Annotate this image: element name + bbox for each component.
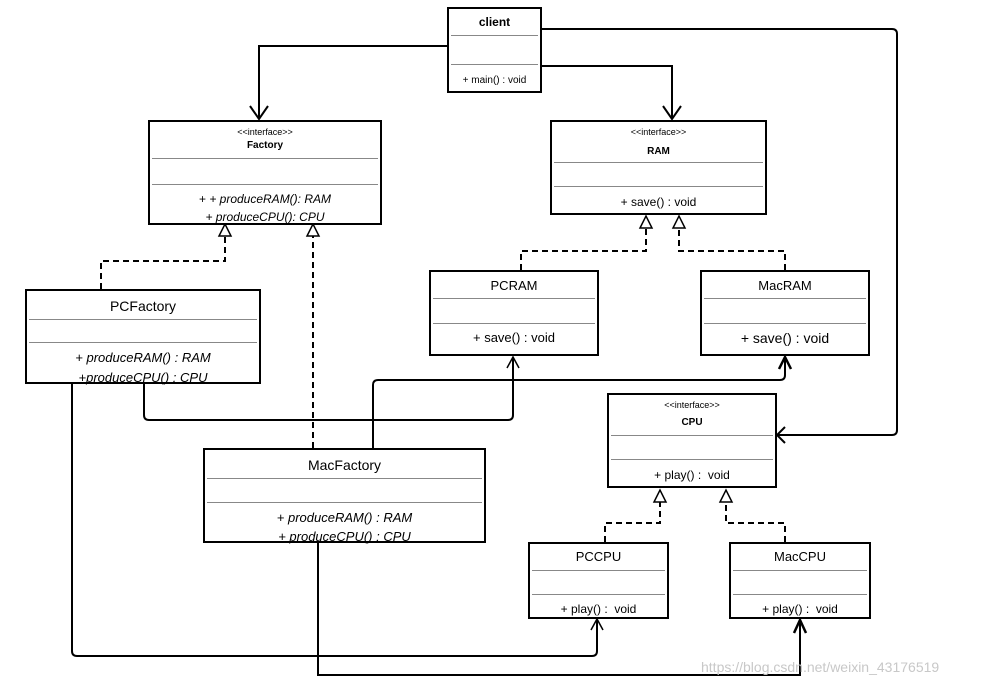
method-play: + play() : void — [560, 602, 637, 616]
divider — [704, 323, 866, 324]
divider — [207, 478, 482, 479]
realize-pccpu-cpu — [604, 502, 661, 542]
arrow-macfactory-macram — [777, 354, 793, 370]
method-produce-cpu: + produceCPU() : CPU — [278, 529, 411, 544]
method-produce-ram: + produceRAM() : RAM — [75, 350, 211, 365]
class-name: PCFactory — [109, 298, 177, 314]
class-pcfactory[interactable]: PCFactory + produceRAM() : RAM +produceC… — [25, 289, 261, 385]
assoc-client-ram — [542, 65, 673, 118]
class-pccpu[interactable]: PCCPU + play() : void — [528, 542, 669, 619]
arrow-pcfactory-pcram — [506, 355, 520, 369]
divider — [207, 502, 482, 503]
divider — [611, 435, 773, 436]
class-name: PCRAM — [490, 278, 538, 293]
class-name: RAM — [647, 146, 670, 157]
triangle-ram-right — [671, 214, 687, 229]
method-save: + save() : void — [472, 330, 555, 345]
interface-ram[interactable]: <<interface>> RAM + save() : void — [550, 120, 767, 215]
method-save: + save() : void — [620, 195, 697, 209]
arrow-client-cpu — [775, 426, 786, 444]
triangle-cpu-left — [652, 488, 668, 503]
arrow-pcfactory-pccpu — [590, 617, 604, 631]
divider — [611, 459, 773, 460]
divider — [733, 570, 867, 571]
method-produce-ram: + produceRAM() : RAM — [276, 510, 413, 525]
divider — [29, 319, 257, 320]
class-pcram[interactable]: PCRAM + save() : void — [429, 270, 599, 356]
method-save: + save() : void — [740, 330, 830, 346]
stereotype: <<interface>> — [237, 127, 293, 137]
divider — [29, 342, 257, 343]
triangle-cpu-right — [718, 488, 734, 503]
method-main: + main() : void — [462, 75, 527, 86]
dep-pcfactory-pccpu — [71, 384, 598, 657]
stereotype: <<interface>> — [630, 127, 687, 137]
divider — [433, 323, 595, 324]
interface-cpu[interactable]: <<interface>> CPU + play() : void — [607, 393, 777, 488]
divider — [152, 158, 378, 159]
class-name: PCCPU — [575, 549, 622, 564]
realize-maccpu-cpu — [725, 502, 786, 542]
arrow-macfactory-maccpu — [792, 617, 808, 634]
class-maccpu[interactable]: MacCPU + play() : void — [729, 542, 871, 619]
method-produce-ram: + + produceRAM(): RAM — [198, 192, 332, 206]
class-name: CPU — [681, 417, 703, 428]
watermark: https://blog.csdn.net/weixin_43176519 — [701, 659, 940, 675]
method-produce-cpu: + produceCPU(): CPU — [205, 210, 325, 224]
divider — [532, 594, 665, 595]
dep-macfactory-macram — [372, 360, 786, 448]
divider — [532, 570, 665, 571]
class-client[interactable]: client + main() : void — [447, 7, 542, 93]
dep-macfactory-maccpu — [317, 543, 801, 676]
realize-macram-ram — [678, 228, 786, 270]
triangle-factory-left — [217, 222, 233, 237]
method-produce-cpu: +produceCPU() : CPU — [78, 370, 208, 385]
divider — [554, 162, 763, 163]
triangle-factory-right — [305, 222, 321, 237]
assoc-client-factory — [258, 45, 448, 118]
method-play: + play() : void — [762, 602, 838, 616]
divider — [704, 298, 866, 299]
interface-factory[interactable]: <<interface>> Factory + + produceRAM(): … — [148, 120, 382, 225]
arrow-client-ram — [662, 105, 682, 121]
realize-pcram-ram — [520, 228, 647, 270]
dep-pcfactory-pcram — [143, 358, 514, 421]
class-macfactory[interactable]: MacFactory + produceRAM() : RAM + produc… — [203, 448, 486, 544]
divider — [433, 298, 595, 299]
class-name: MacCPU — [773, 549, 826, 564]
divider — [451, 64, 538, 65]
divider — [733, 594, 867, 595]
class-macram[interactable]: MacRAM + save() : void — [700, 270, 870, 356]
class-name: client — [478, 15, 511, 29]
class-name: Factory — [246, 140, 284, 151]
stereotype: <<interface>> — [664, 400, 720, 410]
realize-pcfactory-factory — [100, 236, 226, 289]
divider — [451, 35, 538, 36]
class-name: MacFactory — [307, 457, 382, 473]
assoc-client-cpu — [542, 28, 898, 436]
triangle-ram-left — [638, 214, 654, 229]
arrow-client-factory — [249, 105, 269, 121]
method-play: + play() : void — [654, 468, 730, 482]
class-name: MacRAM — [758, 278, 812, 293]
divider — [152, 184, 378, 185]
divider — [554, 186, 763, 187]
